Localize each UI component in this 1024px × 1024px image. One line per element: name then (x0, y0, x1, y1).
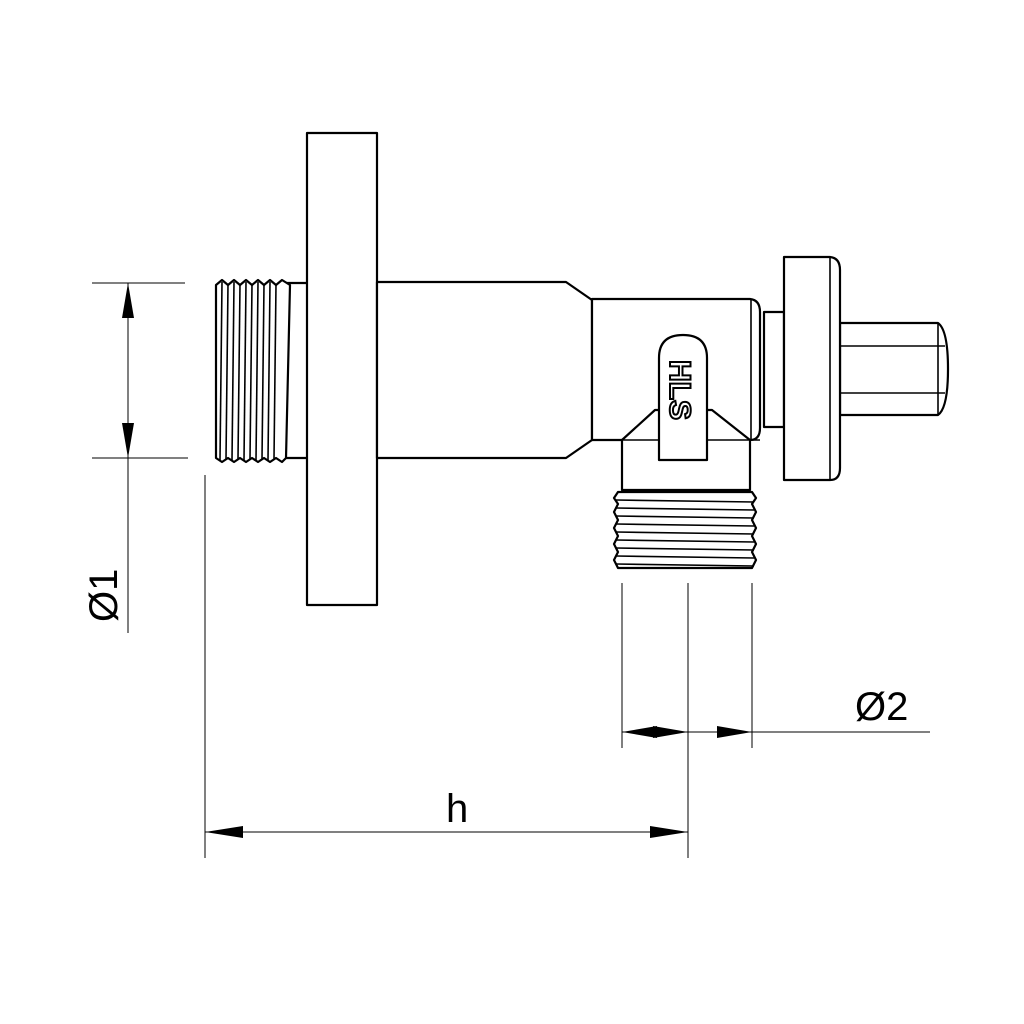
inlet-thread (214, 278, 311, 464)
handle (782, 255, 950, 482)
dimension-h: h (204, 475, 688, 858)
svg-text:HLS: HLS (663, 360, 696, 420)
d2-label: Ø2 (855, 685, 908, 729)
dimension-d2: Ø2 (621, 583, 930, 858)
dimension-d1: Ø1 (82, 282, 188, 633)
d1-label: Ø1 (82, 569, 126, 622)
valve-stem (762, 310, 786, 429)
valve-pipe (375, 280, 594, 460)
wall-flange (305, 131, 379, 607)
outlet-thread (612, 490, 758, 570)
h-label: h (446, 787, 468, 831)
brand-logo-badge: HLS (657, 333, 709, 462)
